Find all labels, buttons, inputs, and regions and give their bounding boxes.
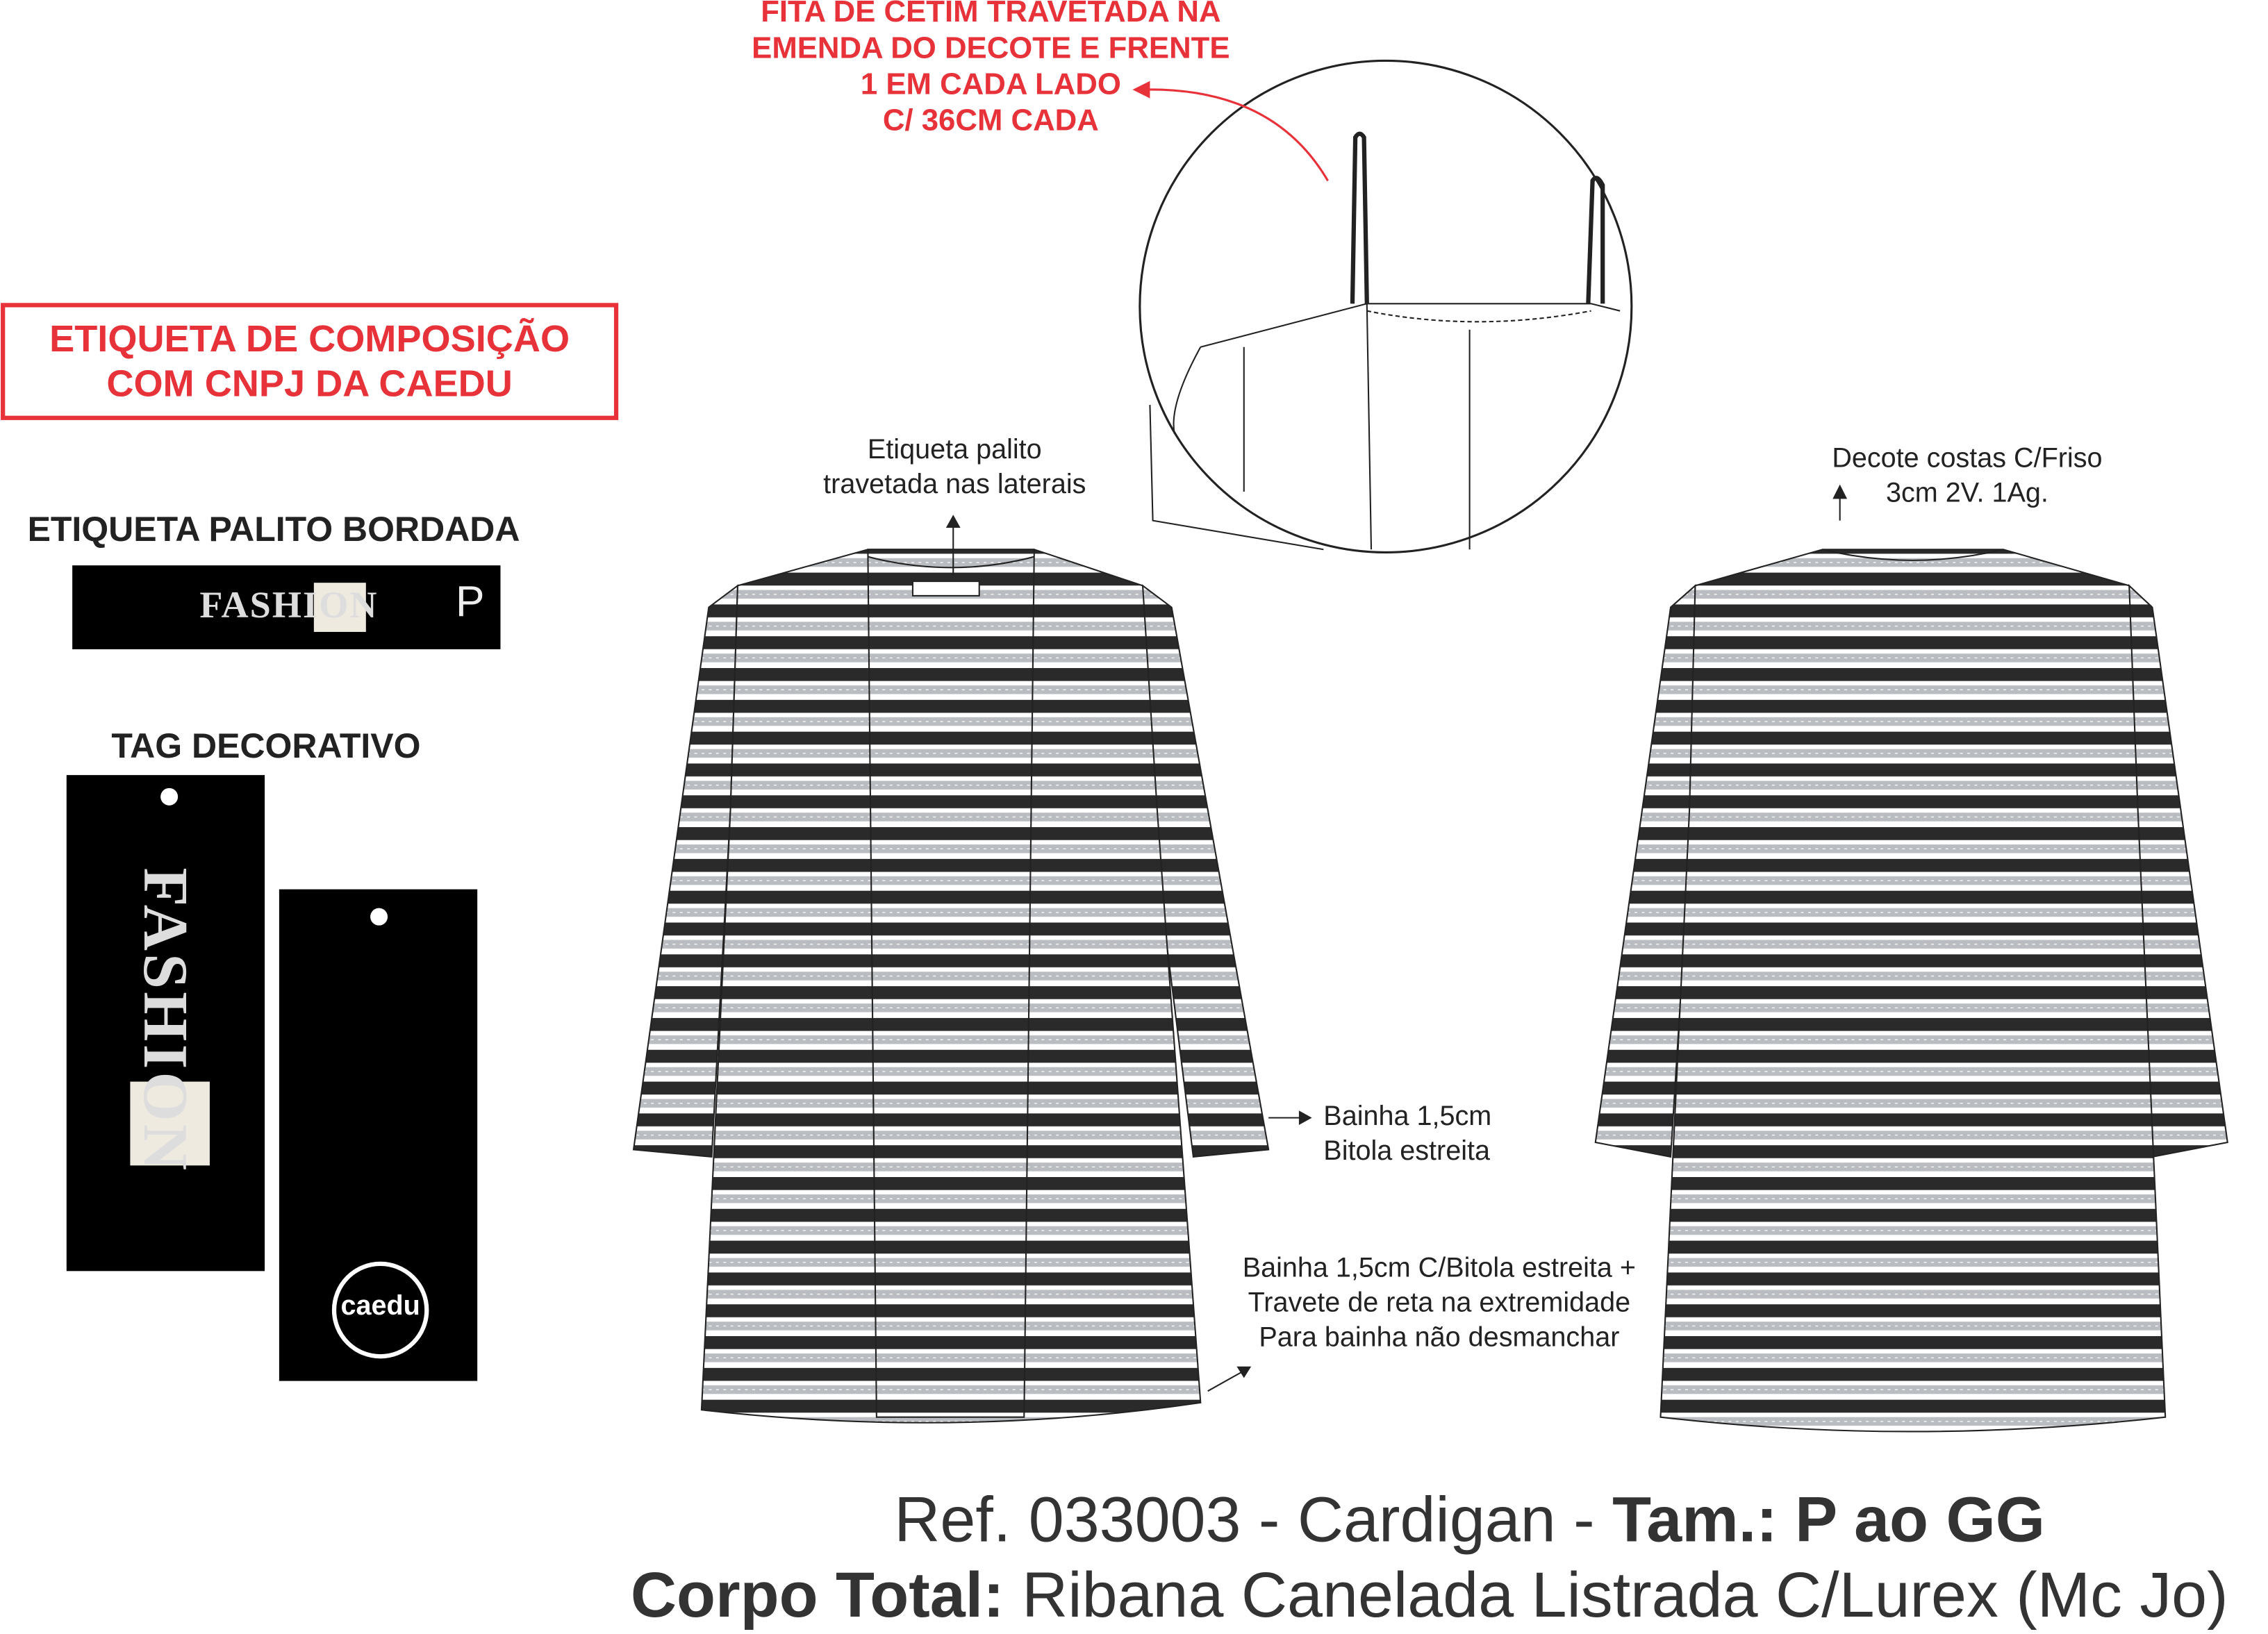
front-cardigan-drawing xyxy=(632,515,1312,1424)
note-sleeve-hem: Bainha 1,5cm Bitola estreita xyxy=(1323,1101,1491,1170)
palito-size: P xyxy=(455,578,485,626)
decorative-tag-back xyxy=(279,889,478,1381)
callout-line: C/ 36CM CADA xyxy=(882,103,1099,137)
palito-label xyxy=(72,565,501,649)
caedu-logo-circle xyxy=(331,1261,429,1359)
callout-line: FITA DE CETIM TRAVETADA NA xyxy=(761,0,1221,29)
note-line: Para bainha não desmanchar xyxy=(1259,1323,1620,1354)
tag-brand: FASHION xyxy=(130,867,201,1174)
note-line: 3cm 2V. 1Ag. xyxy=(1885,478,2048,509)
composition-label-text: ETIQUETA DE COMPOSIÇÃO COM CNPJ DA CAEDU xyxy=(3,317,616,406)
composition-line: COM CNPJ DA CAEDU xyxy=(106,361,513,406)
tag-title: TAG DECORATIVO xyxy=(111,727,421,767)
caedu-logo: caedu xyxy=(340,1291,420,1322)
decorative-tag-front xyxy=(66,775,265,1272)
footer-body-line: Corpo Total: Ribana Canelada Listrada C/… xyxy=(631,1559,2268,1634)
note-back-neckline: Decote costas C/Friso 3cm 2V. 1Ag. xyxy=(1779,442,2155,512)
composition-label-box xyxy=(1,303,619,420)
ribbon-right xyxy=(1586,176,1605,304)
note-line: Bitola estreita xyxy=(1323,1136,1491,1167)
back-body xyxy=(1659,549,2167,1433)
palito-title: ETIQUETA PALITO BORDADA xyxy=(27,510,520,550)
neckline-detail-zoom xyxy=(1132,59,1633,554)
footer-ref: Ref. 033003 - Cardigan - xyxy=(894,1485,1613,1556)
palito-brand: FASHION xyxy=(199,584,379,626)
composition-line: ETIQUETA DE COMPOSIÇÃO xyxy=(49,317,570,360)
footer-body-label: Corpo Total: xyxy=(630,1560,1004,1631)
note-line: Bainha 1,5cm xyxy=(1323,1101,1492,1133)
back-cardigan-drawing xyxy=(1594,484,2228,1433)
note-line: Travete de reta na extremidade xyxy=(1248,1288,1631,1319)
note-line: Bainha 1,5cm C/Bitola estreita + xyxy=(1242,1253,1637,1285)
footer-size: Tam.: P ao GG xyxy=(1612,1485,2045,1556)
footer-body-value: Ribana Canelada Listrada C/Lurex (Mc Jo) xyxy=(1004,1560,2228,1631)
front-inner-panel xyxy=(867,549,1035,1418)
ribbon-callout: FITA DE CETIM TRAVETADA NA EMENDA DO DEC… xyxy=(680,0,1302,139)
note-body-hem: Bainha 1,5cm C/Bitola estreita + Travete… xyxy=(1208,1252,1671,1356)
note-line: Decote costas C/Friso xyxy=(1832,444,2103,474)
footer: Ref. 033003 - Cardigan - Tam.: P ao GG C… xyxy=(631,1483,2268,1634)
palito-label-mark xyxy=(911,581,980,597)
note-line: travetada nas laterais xyxy=(823,469,1086,501)
note-palito: Etiqueta palito travetada nas laterais xyxy=(781,434,1128,503)
footer-ref-line: Ref. 033003 - Cardigan - Tam.: P ao GG xyxy=(631,1483,2268,1558)
ribbon-left xyxy=(1350,131,1369,304)
callout-line: 1 EM CADA LADO xyxy=(860,67,1121,101)
callout-line: EMENDA DO DECOTE E FRENTE xyxy=(752,31,1230,65)
note-line: Etiqueta palito xyxy=(867,435,1042,466)
